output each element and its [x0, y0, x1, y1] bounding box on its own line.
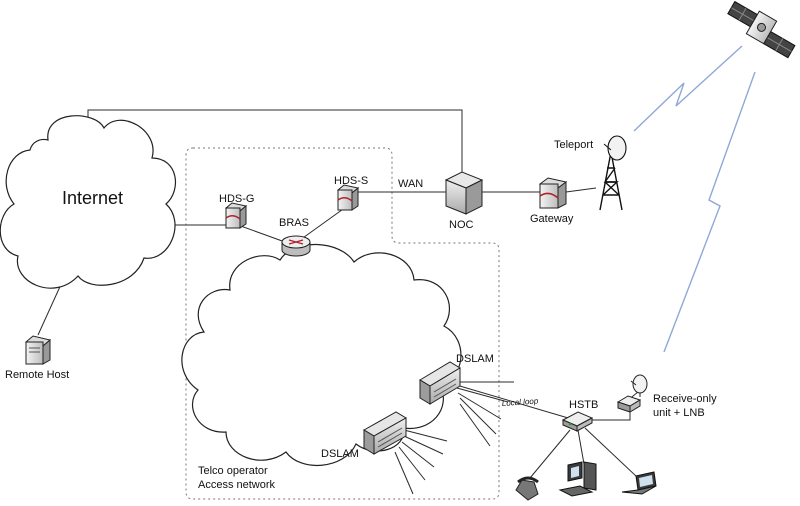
receive-only-label-line1: Receive-only: [653, 393, 717, 405]
internet-remote-host-link: [37, 279, 64, 336]
remote-host-server-icon: [24, 335, 52, 365]
laptop-icon: [621, 471, 657, 495]
dslam-top-label: DSLAM: [456, 353, 494, 365]
bras-label: BRAS: [279, 217, 309, 229]
gateway-label: Gateway: [530, 213, 574, 225]
local-loop-link: [452, 383, 576, 421]
dslam-bottom-label: DSLAM: [321, 448, 359, 460]
hstb-icon: [561, 411, 594, 432]
internet-cloud: [0, 115, 176, 289]
dslam-icon-bottom: [363, 411, 407, 455]
receiver-unit-icon: [616, 395, 642, 413]
noc-label: NOC: [449, 219, 474, 231]
local-loop-label: Local loop: [502, 396, 540, 408]
gateway-server-icon: [538, 177, 568, 209]
connection-lines: [37, 109, 639, 495]
access-network-label-line1: Telco operator: [198, 465, 268, 477]
dslam-icon-top: [419, 361, 461, 405]
wan-label: WAN: [398, 178, 423, 190]
internet-label: Internet: [62, 188, 123, 208]
hstb-label: HSTB: [569, 399, 598, 411]
hstb-receiver-link: [585, 410, 631, 421]
remote-host-label: Remote Host: [5, 369, 69, 381]
satellite-links: [633, 45, 756, 353]
noc-icon: [444, 171, 484, 215]
access-cloud: [181, 243, 462, 466]
hds-g-label: HDS-G: [219, 193, 254, 205]
downlink-zigzag: [663, 71, 756, 353]
satellite-icon: [727, 0, 796, 59]
hds-s-label: HDS-S: [334, 175, 368, 187]
receive-only-label-line2: unit + LNB: [653, 407, 705, 419]
hstb-phone-link: [529, 429, 571, 479]
hds-g-server-icon: [224, 202, 248, 229]
uplink-zigzag: [633, 45, 743, 132]
hstb-laptop-link: [584, 427, 637, 477]
satellite-dish-icon: [630, 374, 648, 397]
desktop-computer-icon: [558, 461, 597, 497]
telephone-icon: [515, 476, 539, 501]
gateway-teleport-link: [565, 187, 597, 193]
antenna-tower-icon: [599, 135, 627, 211]
hds-s-bras-link: [299, 206, 347, 241]
router-icon: [281, 235, 311, 257]
access-network-label-line2: Access network: [198, 479, 276, 491]
hds-s-server-icon: [336, 184, 360, 211]
teleport-label: Teleport: [554, 139, 593, 151]
hstb-pc-link: [577, 429, 585, 465]
